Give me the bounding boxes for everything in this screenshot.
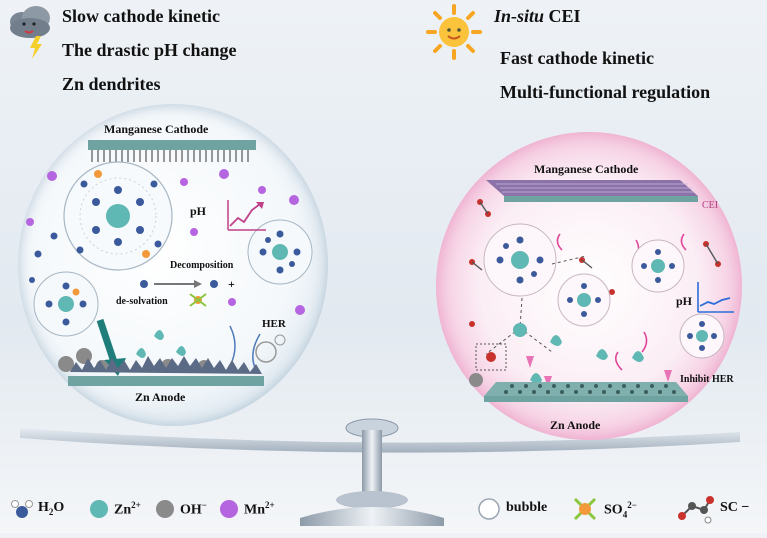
right-ph-label: pH xyxy=(676,294,693,308)
sc-molecule-icon xyxy=(678,496,714,524)
right-cathode-label: Manganese Cathode xyxy=(534,162,639,176)
legend-bubble: bubble xyxy=(506,500,548,515)
mn-ion-icon xyxy=(220,500,238,518)
h2o-icon xyxy=(11,500,33,518)
decomposition-label: Decomposition xyxy=(170,260,234,271)
right-sphere-art xyxy=(436,132,742,440)
bubble-icon xyxy=(478,498,500,520)
sun-icon xyxy=(426,4,482,60)
legend-sc: SC − xyxy=(720,500,750,515)
issue-item: Slow cathode kinetic xyxy=(62,6,221,26)
legend-mn: Mn2+ xyxy=(244,500,275,518)
zn-ion-icon xyxy=(90,500,108,518)
right-anode-label: Zn Anode xyxy=(550,418,601,432)
legend: H2O Zn2+ OH− Mn2+ bubble SO42− SC − xyxy=(0,490,767,530)
legend-zn: Zn2+ xyxy=(114,500,141,518)
left-cathode-label: Manganese Cathode xyxy=(104,122,209,136)
left-ph-label: pH xyxy=(190,204,207,218)
benefit-item: Fast cathode kinetic xyxy=(500,48,654,68)
oh-ion-icon xyxy=(156,500,174,518)
svg-text:+: + xyxy=(228,277,235,291)
legend-oh: OH− xyxy=(180,500,207,518)
balance-scale xyxy=(0,400,767,533)
left-anode-label: Zn Anode xyxy=(135,390,186,404)
cei-label: CEI xyxy=(702,200,719,211)
desolvation-label: de-solvation xyxy=(116,296,168,307)
insitu-cei-title: In-situ CEI xyxy=(494,6,581,26)
issue-item: Zn dendrites xyxy=(62,74,161,94)
issue-item: The drastic pH change xyxy=(62,40,237,60)
legend-h2o: H2O xyxy=(38,500,65,517)
inhibit-her-label: Inhibit HER xyxy=(680,374,734,385)
storm-cloud-icon xyxy=(6,4,54,60)
her-label: HER xyxy=(262,318,286,330)
legend-so4: SO42− xyxy=(604,500,637,520)
benefit-item: Multi-functional regulation xyxy=(500,82,711,102)
so4-icon xyxy=(573,497,597,521)
left-sphere-art: + xyxy=(18,104,328,426)
